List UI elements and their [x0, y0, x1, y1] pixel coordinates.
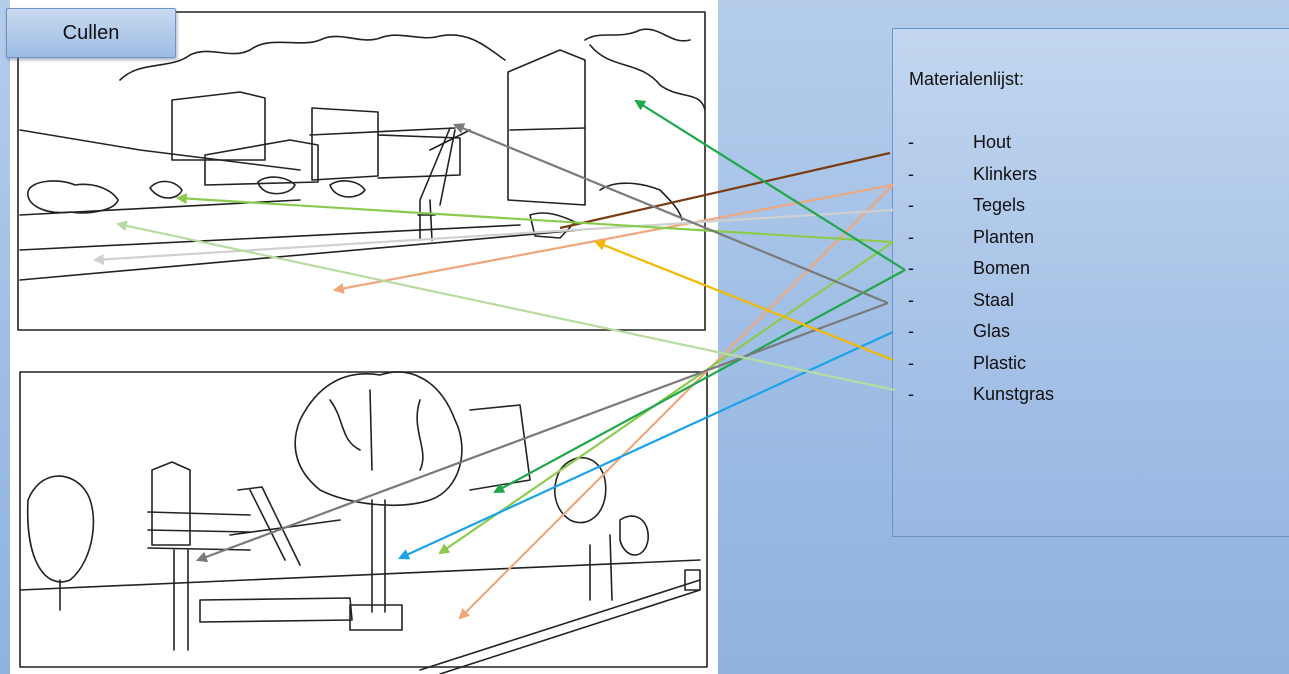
- material-label: Kunstgras: [973, 384, 1055, 404]
- arrow-tegels: [92, 208, 894, 265]
- material-label: Staal: [973, 289, 1015, 310]
- material-label: Glas: [973, 321, 1011, 341]
- arrow-hout: [559, 151, 891, 230]
- bottom-building: [151, 461, 191, 546]
- bottom-tree-trunk: [371, 499, 386, 613]
- material-label: Klinkers: [973, 163, 1038, 184]
- top-bush-1: [27, 180, 119, 214]
- material-label: Planten: [973, 226, 1035, 247]
- arrow-glas: [398, 331, 894, 560]
- material-label: Tegels: [973, 195, 1026, 215]
- material-label: Hout: [973, 132, 1012, 152]
- bottom-sketch-frame: [19, 371, 708, 668]
- material-item-glas: -Glas: [908, 321, 1011, 341]
- material-label: Bomen: [973, 258, 1031, 278]
- arrow-planten: [175, 193, 894, 244]
- arrow-kunstgras: [115, 220, 896, 392]
- bottom-ground: [19, 559, 701, 591]
- material-item-hout: -Hout: [908, 132, 1012, 152]
- top-structure: [309, 127, 471, 206]
- arrow-staal: [195, 301, 889, 563]
- arrow-planten: [438, 241, 894, 555]
- material-item-klinkers: -Klinkers: [908, 163, 1038, 184]
- material-item-tegels: -Tegels: [908, 195, 1026, 215]
- material-item-plastic: -Plastic: [908, 352, 1027, 373]
- top-sketch-frame: [17, 11, 706, 331]
- arrow-plastic: [593, 240, 894, 362]
- material-item-bomen: -Bomen: [908, 258, 1031, 278]
- top-building-2: [204, 139, 319, 186]
- materials-list: -Hout -Klinkers -Tegels -Planten -Bomen …: [893, 132, 1273, 416]
- materials-heading: Materialenlijst:: [909, 69, 1025, 89]
- top-road-edge: [19, 224, 521, 251]
- arrow-klinkers: [458, 184, 894, 620]
- sketch-panel: [10, 0, 718, 674]
- title-tab: Cullen: [6, 8, 176, 58]
- material-item-staal: -Staal: [908, 289, 1015, 310]
- top-canopy: [119, 34, 506, 81]
- top-tower: [507, 49, 586, 206]
- arrow-staal: [452, 123, 889, 305]
- material-item-kunstgras: -Kunstgras: [908, 384, 1055, 404]
- material-label: Plastic: [973, 352, 1027, 373]
- materials-box: Materialenlijst: -Hout -Klinkers -Tegels…: [892, 28, 1289, 537]
- arrow-bomen: [634, 99, 906, 271]
- bottom-road: [419, 579, 701, 674]
- material-item-planten: -Planten: [908, 226, 1035, 247]
- top-building-1: [171, 91, 266, 161]
- arrow-klinkers: [332, 183, 894, 294]
- bottom-tree-left: [26, 475, 95, 583]
- arrow-bomen: [493, 269, 906, 494]
